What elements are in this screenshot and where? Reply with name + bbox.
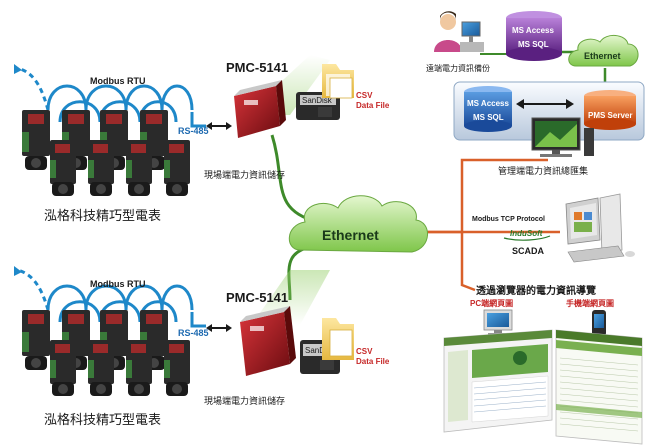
server-panel: MS Access MS SQL PMS Server 管理端電力資訊總匯集 — [453, 81, 645, 176]
remote-ms-access: MS Access — [512, 26, 555, 35]
meter — [88, 140, 114, 196]
center-ethernet-cloud: Ethernet — [288, 195, 428, 253]
top-pmc-device: PMC-5141 SanDisk CSV Data File 現場端電力資訊儲存 — [204, 55, 390, 180]
pms-server-label: PMS Server — [588, 111, 632, 120]
admin-computer-icon — [531, 117, 594, 157]
top-sd-label: SanDisk — [302, 96, 333, 105]
top-sd-card-icon: SanDisk — [296, 92, 340, 120]
mobile-phone-icon — [592, 310, 606, 336]
bottom-csv-label-1: CSV — [356, 347, 373, 356]
scada-workstation-icon — [565, 193, 635, 263]
meter — [164, 340, 190, 396]
bottom-modbus-label: Modbus RTU — [90, 279, 146, 289]
meter — [88, 340, 114, 396]
pms-server-icon: PMS Server — [584, 90, 636, 130]
remote-caption: 遠端電力資訊備份 — [426, 63, 490, 73]
top-modbus-arrow — [14, 64, 22, 74]
user-icon — [434, 11, 484, 52]
bottom-device-label: PMC-5141 — [226, 290, 288, 305]
scada-label: SCADA — [512, 246, 545, 256]
top-modbus-label: Modbus RTU — [90, 76, 146, 86]
pc-webpage-screenshot — [443, 329, 553, 433]
browser-title: 透過瀏覽器的電力資訊導覽 — [476, 284, 596, 297]
top-device-body — [234, 80, 286, 138]
meter — [50, 340, 76, 396]
server-ms-sql: MS SQL — [473, 113, 504, 122]
remote-ms-sql: MS SQL — [518, 40, 549, 49]
mobile-webpage-screenshot — [555, 329, 643, 445]
meter — [126, 340, 152, 396]
meter — [126, 140, 152, 196]
top-device-label: PMC-5141 — [226, 60, 288, 75]
bottom-meter-group: Modbus RTU RS-485 泓格科技精巧型電表 — [14, 266, 232, 427]
bottom-bidirectional-arrow-icon — [206, 324, 232, 332]
bottom-meter-caption: 泓格科技精巧型電表 — [44, 412, 161, 427]
bottom-rs485-label: RS-485 — [178, 328, 209, 338]
pc-icon — [483, 309, 513, 335]
bottom-device-body — [240, 306, 296, 376]
server-caption: 管理端電力資訊總匯集 — [498, 165, 588, 176]
top-csv-folder-icon — [322, 64, 354, 99]
top-rs485-label: RS-485 — [178, 126, 209, 136]
modbus-tcp-label: Modbus TCP Protocol — [472, 216, 545, 223]
meter — [50, 140, 76, 196]
top-bidirectional-arrow-icon — [206, 122, 232, 130]
meter — [164, 140, 190, 196]
server-ms-access: MS Access — [467, 99, 510, 108]
top-csv-label-2: Data File — [356, 101, 390, 110]
top-right-ethernet-label: Ethernet — [584, 51, 621, 61]
bottom-meters — [22, 310, 190, 396]
bottom-modbus-arrow — [14, 266, 22, 276]
remote-backup-group: 遠端電力資訊備份 MS Access MS SQL Ethernet — [426, 11, 639, 73]
scada-group: Modbus TCP Protocol InduSoft SCADA — [472, 193, 635, 263]
pc-label: PC端網頁圖 — [470, 298, 513, 308]
link-ethernet-to-browser — [460, 232, 476, 292]
bottom-sd-label: SanDisk — [305, 346, 336, 355]
indusoft-label: InduSoft — [510, 229, 543, 238]
indusoft-logo: InduSoft — [503, 229, 551, 241]
top-device-caption: 現場端電力資訊儲存 — [204, 169, 285, 180]
bottom-pmc-device: PMC-5141 SanDisk CSV Data File 現場端電力資訊儲存 — [204, 270, 390, 406]
top-meters — [22, 110, 190, 196]
bottom-device-caption: 現場端電力資訊儲存 — [204, 395, 285, 406]
meter — [22, 110, 50, 170]
top-meter-group: Modbus RTU RS-485 泓格科技精巧型電表 — [14, 64, 232, 223]
top-right-ethernet-cloud: Ethernet — [568, 35, 639, 67]
bottom-csv-folder-icon — [322, 318, 354, 360]
top-meter-caption: 泓格科技精巧型電表 — [44, 208, 161, 223]
top-csv-label-1: CSV — [356, 91, 373, 100]
remote-ms-db-icon: MS Access MS SQL — [506, 11, 562, 61]
bottom-csv-label-2: Data File — [356, 357, 390, 366]
server-ms-db-icon: MS Access MS SQL — [464, 86, 512, 132]
center-ethernet-label: Ethernet — [322, 227, 379, 243]
bidirectional-arrow-icon — [516, 99, 574, 109]
browser-group: 透過瀏覽器的電力資訊導覽 PC端網頁圖 手機端網頁圖 — [443, 284, 643, 445]
mobile-label: 手機端網頁圖 — [566, 298, 614, 308]
meter — [22, 310, 50, 370]
